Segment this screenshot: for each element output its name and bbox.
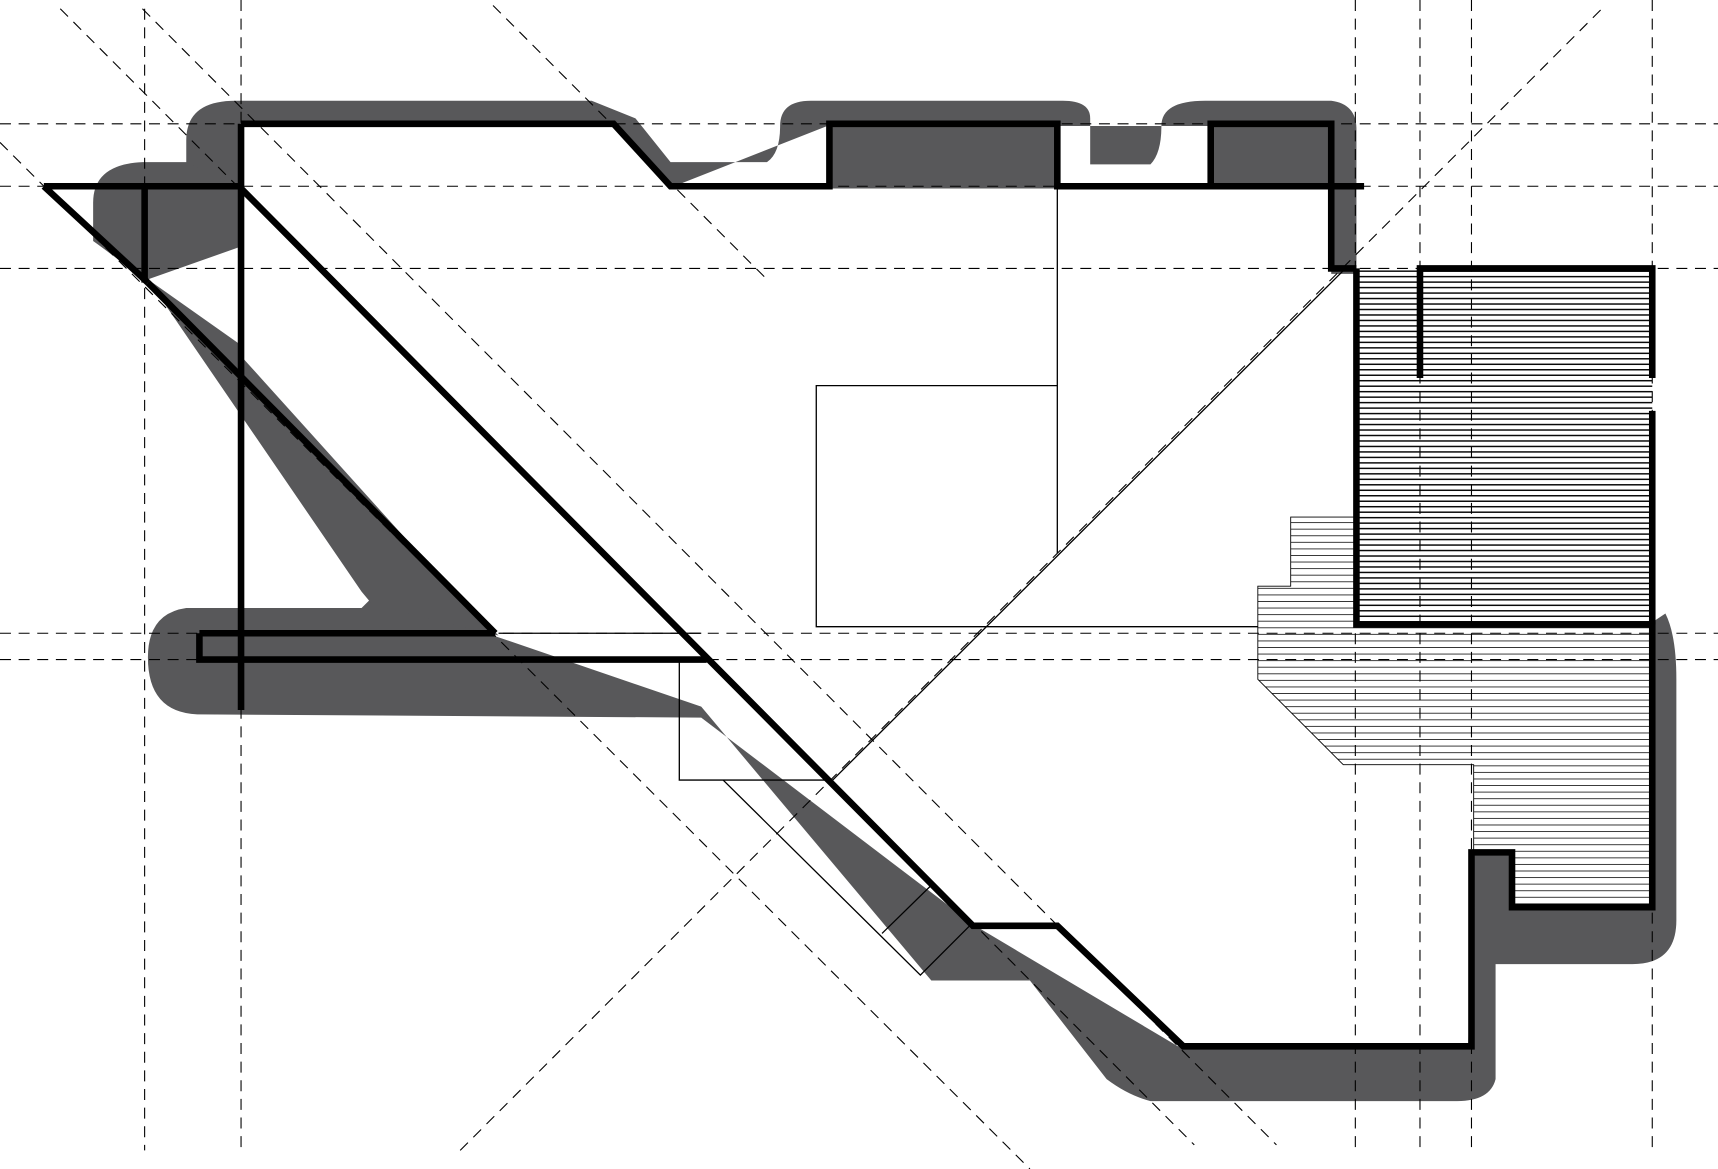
wall-inner-diagonal	[238, 186, 1656, 1050]
hatched-room-dense	[1356, 268, 1653, 625]
hatch-area-dense	[1356, 268, 1653, 625]
interior-lower-box	[678, 657, 833, 781]
guide-d-5	[459, 5, 1606, 1151]
wall-room-top	[1416, 265, 1656, 378]
wall-top	[241, 120, 1357, 272]
interior-diagonal	[832, 267, 1346, 781]
walls	[41, 120, 1656, 1050]
wall-slab-lower	[196, 633, 707, 663]
interior-edge-line	[722, 779, 971, 977]
interior-room-box	[815, 384, 1258, 628]
guide-d-3	[0, 142, 1031, 1169]
shadow-top-band	[186, 100, 1357, 274]
wall-triangle-side	[41, 183, 151, 286]
interior-short-diagonal	[881, 884, 932, 934]
interior-thin-lines	[498, 188, 1346, 977]
guide-d-2	[142, 8, 1277, 1146]
wall-main-diagonal	[145, 280, 498, 636]
